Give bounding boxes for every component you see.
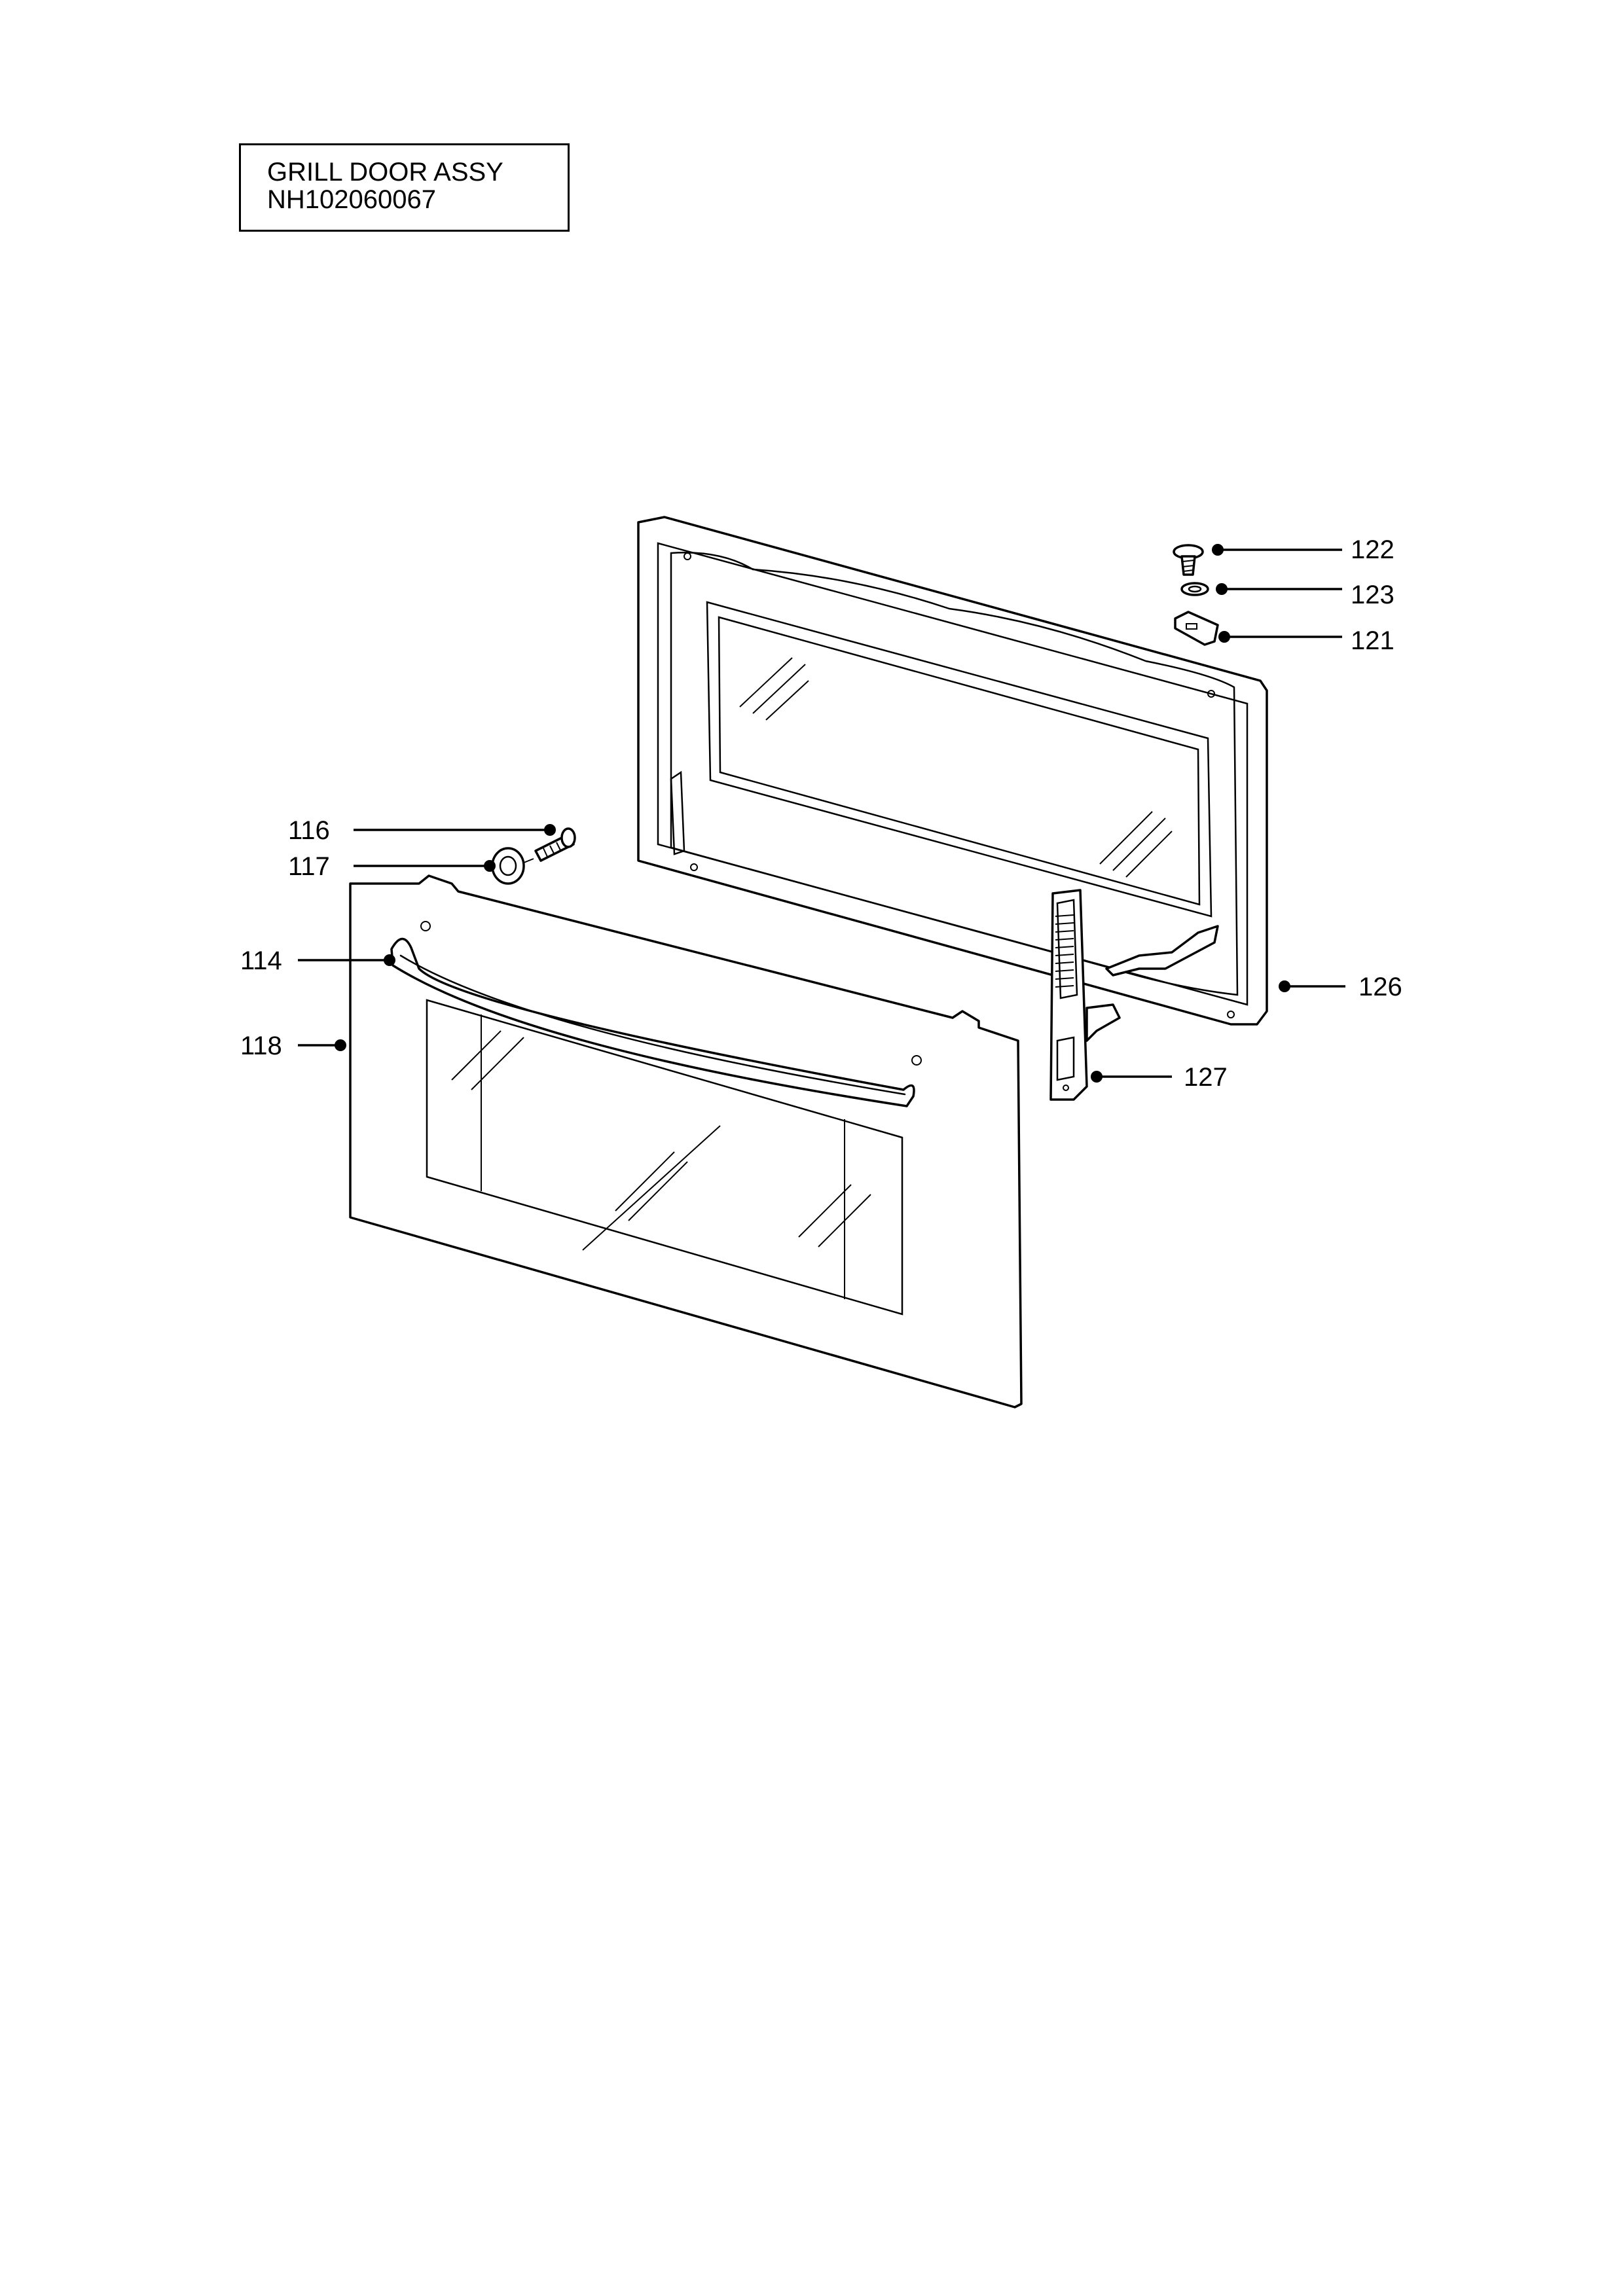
nut-117 <box>491 847 534 885</box>
assembly-part-number: NH102060067 <box>267 185 436 214</box>
callout-116: 116 <box>288 816 330 845</box>
leader-lines <box>298 544 1345 1083</box>
callout-126: 126 <box>1359 973 1402 1001</box>
hinge-127 <box>1049 889 1121 1101</box>
title-box: GRILL DOOR ASSY NH102060067 <box>239 143 570 232</box>
callout-118: 118 <box>240 1031 282 1060</box>
clip-121 <box>1174 611 1219 646</box>
outer-door-118 <box>349 874 1023 1408</box>
callout-122: 122 <box>1351 535 1395 564</box>
callout-123: 123 <box>1351 581 1395 609</box>
callout-127: 127 <box>1184 1063 1228 1092</box>
callout-117: 117 <box>288 852 330 881</box>
screw-122 <box>1173 544 1204 576</box>
bolt-116 <box>534 827 576 862</box>
callout-114: 114 <box>240 946 282 975</box>
washer-123 <box>1180 582 1209 596</box>
inner-door-frame-126 <box>637 516 1268 1026</box>
handle-114 <box>390 937 915 1107</box>
callout-121: 121 <box>1351 626 1395 655</box>
assembly-name: GRILL DOOR ASSY <box>267 158 503 187</box>
